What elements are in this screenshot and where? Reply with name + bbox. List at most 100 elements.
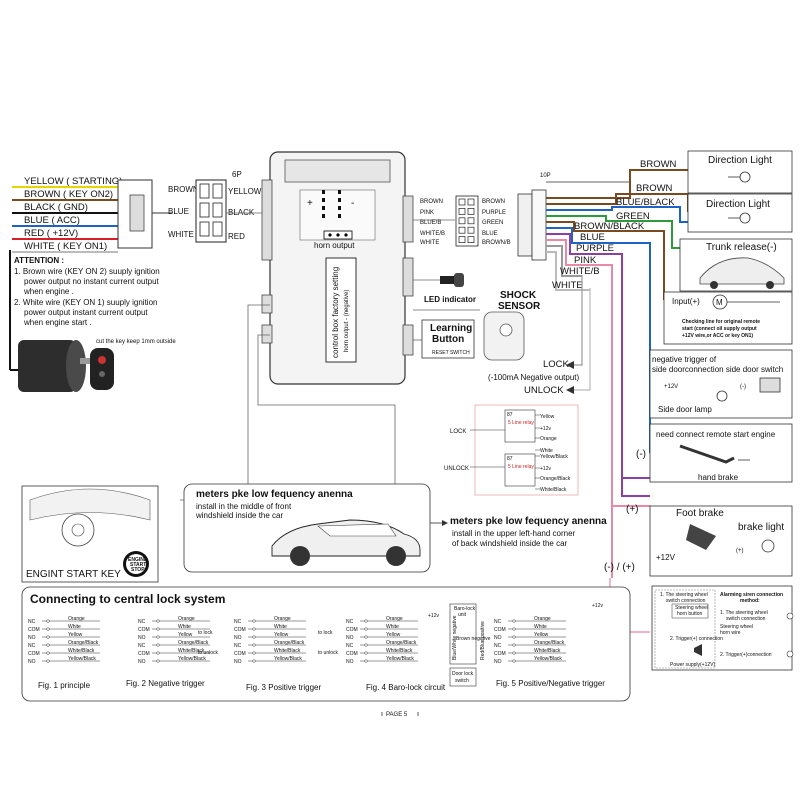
relay-unlock-pin-87: 87 [507, 456, 513, 462]
fig4-pin: NC [346, 643, 354, 649]
rw-label-purple: PURPLE [576, 243, 614, 254]
fig5-wire: Yellow [534, 632, 549, 638]
lead-antenna-front [247, 304, 270, 500]
method-opt1-d: horn wire [720, 630, 741, 636]
fig4-pin: NO [346, 659, 354, 665]
alarm-power: Power supply(+12V) [670, 662, 715, 668]
learning-button-box: Learning Button RESET SWITCH [421, 319, 475, 359]
motor-label: M [716, 298, 723, 307]
brake-light-label: brake light [738, 522, 784, 533]
car-rear-wheel [386, 546, 406, 566]
right-wire-labels: BROWN BROWN BLUE/BLACK GREEN BROWN/BLACK… [552, 159, 677, 291]
fig3-pin: NO [234, 635, 242, 641]
vent-dot [338, 198, 341, 202]
antenna-2-arrow [442, 520, 448, 526]
fig1-wire: Yellow/Black [68, 656, 96, 662]
fig4-node [364, 635, 368, 639]
wire-label-white: WHITE ( KEY ON1) [24, 241, 107, 252]
steer-btn-line-1: Steering wheel [675, 605, 708, 611]
steer-btn-box [671, 603, 709, 619]
fig3-to-unlock: to unlock [318, 650, 339, 656]
relay-unlock-12v: +12v [540, 466, 551, 472]
fig5-wire: Yellow/Black [534, 656, 562, 662]
shock-line-2: SENSOR [498, 301, 541, 312]
fig1-pin: COM [28, 627, 40, 633]
fig3-wire: White/Black [274, 648, 301, 654]
alarm-siren-box: 1. The steering wheel switch connection … [609, 578, 794, 671]
c8-pin [467, 198, 475, 206]
unlock-label: UNLOCK [524, 385, 564, 396]
left-wire-lines [12, 186, 118, 253]
fig5-node [512, 619, 516, 623]
antenna-2-desc-b: of back windshield inside the car [452, 539, 568, 548]
fig5-wire: Orange/Black [534, 640, 565, 646]
side-door-minus: (-) [740, 384, 746, 390]
antenna-2-title: meters pke low fequency anenna [450, 516, 607, 527]
lock-unlock-output: LOCK (-100mA Negative output) UNLOCK [488, 275, 591, 396]
fig4-node [364, 619, 368, 623]
baro-v1: Blue/White negative [452, 615, 458, 660]
fig5-node [512, 643, 516, 647]
input-label: Input(+) [672, 297, 700, 306]
fig5-pin: NO [494, 635, 502, 641]
direction-light-2-box [687, 193, 793, 233]
unlock-wire [570, 288, 591, 391]
shock-sensor: SHOCK SENSOR [483, 290, 541, 361]
fig2-pin: COM [138, 627, 150, 633]
c10-plug [531, 189, 547, 261]
checking-note-1: Checking line for original remote [682, 319, 760, 325]
caption-fig4: Fig. 4 Baro-lock circuit [366, 683, 446, 692]
attention-line-6: when engine start . [23, 318, 92, 327]
central-lock-title: Connecting to central lock system [30, 592, 225, 606]
fig3-wire: Yellow/Black [274, 656, 302, 662]
unlock-arrow [566, 386, 574, 394]
relay-lock-white: White [540, 448, 553, 454]
foot-brake-label: Foot brake [676, 508, 724, 519]
rw-label-pink: PINK [574, 255, 597, 266]
fig4-wire: White/Black [386, 648, 413, 654]
relay-unlock-yellow-black: Yellow/Black [540, 454, 568, 460]
led-lens [454, 273, 464, 287]
fig3-node [252, 619, 256, 623]
fig1-node [46, 643, 50, 647]
vent-dot [338, 206, 341, 210]
stop-line-1: ENGINE [128, 557, 148, 563]
antenna-1-desc-b: windshield inside the car [195, 511, 283, 520]
lock-wire [572, 275, 583, 366]
start-key-panel: ENGINE START STOP ENGINT START KEY [21, 485, 159, 583]
right-wire-9 [546, 251, 590, 291]
vent-dot [322, 214, 325, 218]
direction-light-1-label: Direction Light [708, 155, 772, 166]
door-switch-2: switch [455, 678, 469, 684]
door-switch-box [449, 667, 477, 687]
right-wire-8 [546, 245, 582, 277]
horn-output-label: horn output [314, 241, 355, 250]
led-indicator: LED indicator [424, 273, 476, 304]
fig2-pin: NO [138, 635, 146, 641]
page-number: PAGE 5 [386, 712, 408, 718]
fig5-pin: NO [494, 659, 502, 665]
fig4-node [364, 643, 368, 647]
c8-left-1: BROWN [420, 199, 443, 205]
trunk-car-icon [699, 257, 785, 285]
relay-leads [535, 414, 540, 490]
relay-unlock-tag: 5 Line relay [508, 464, 534, 470]
connector-6p-right-2: BLACK [228, 208, 255, 217]
side-door-switch-icon [759, 377, 781, 393]
fig1-pin: NC [28, 643, 36, 649]
checking-note-2: start (connect oil supply output [682, 326, 757, 332]
fig2-wire: White [178, 624, 191, 630]
fig2-to-unlock: to unlock [198, 650, 219, 656]
attention-line-1: 1. Brown wire (KEY ON 2) suuply ignition [14, 267, 160, 276]
door-switch-1: Door lock [452, 671, 474, 677]
lock-note: (-100mA Negative output) [488, 373, 579, 382]
central-lock-frame [21, 586, 631, 702]
attention-line-3: when engine . [23, 287, 74, 296]
fig1-pin: NC [28, 619, 36, 625]
relay-unlock-box [504, 453, 536, 487]
relay-lock-pin-87: 87 [507, 412, 513, 418]
horn-jumper-pin-3 [344, 233, 348, 237]
horn-jumper-pin-1 [328, 233, 332, 237]
fig2-node [156, 659, 160, 663]
